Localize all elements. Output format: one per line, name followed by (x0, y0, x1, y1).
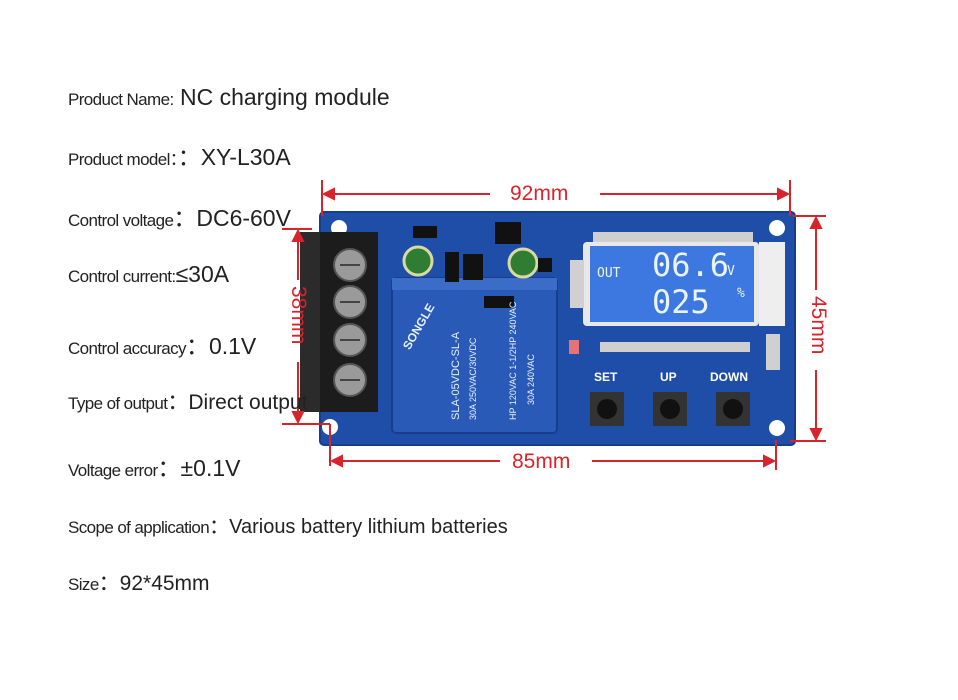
spec-label: Voltage error (68, 461, 158, 480)
capacitor (402, 245, 434, 277)
spec-label: Type of output (68, 394, 168, 413)
led (569, 340, 579, 354)
smd-component (413, 226, 437, 238)
button-down[interactable] (716, 392, 750, 426)
dimension-top: 92mm (510, 182, 569, 205)
lcd-voltage-unit: V (727, 264, 735, 279)
lcd-screen (590, 246, 754, 322)
button-up[interactable] (653, 392, 687, 426)
smd-component (538, 258, 552, 272)
spec-value: ：±0.1V (157, 455, 241, 481)
spec-value: ：Various battery lithium batteries (209, 516, 508, 538)
spec-value: ：Direct output (167, 391, 308, 414)
lcd-percent-unit: % (737, 286, 745, 301)
spec-label: Control voltage (68, 211, 174, 230)
lcd-mode: OUT (597, 266, 621, 281)
spec-value: ≤30A (175, 261, 230, 287)
relay-rating-3: 30A 240VAC (526, 354, 536, 405)
ic-chip (495, 222, 521, 244)
spec-value: ：92*45mm (98, 572, 210, 595)
spec-label: Product Name: (68, 90, 174, 109)
mount-hole (769, 220, 785, 236)
spec-label: Product model： (68, 150, 178, 169)
smd-component (484, 296, 514, 308)
relay-rating-1: 30A 250VAC/30VDC (468, 337, 478, 420)
transistor (463, 254, 483, 280)
transistor (445, 252, 459, 282)
header-pins (766, 334, 780, 370)
dimension-lines (282, 180, 826, 470)
relay-rating-2: HP 120VAC 1-1/2HP 240VAC (508, 301, 518, 420)
spec-value: ：XY-L30A (177, 144, 291, 170)
spec-value: ：DC6-60V (173, 205, 291, 231)
spec-label: Control current: (68, 267, 176, 286)
spec-value: ：0.1V (185, 333, 257, 359)
dimension-right: 45mm (807, 296, 830, 355)
lcd-pins (593, 232, 753, 352)
lcd-percent: 025 (652, 283, 710, 321)
spec-control-accuracy: Control accuracy：0.1V (68, 327, 256, 361)
button-set[interactable] (590, 392, 624, 426)
lcd-voltage: 06.6 (652, 246, 730, 284)
button-down-label: DOWN (710, 370, 748, 384)
spec-label: Control accuracy (68, 339, 187, 358)
spec-voltage-error: Voltage error：±0.1V (68, 449, 240, 483)
spec-application: Scope of application：Various battery lit… (68, 510, 508, 539)
spec-control-current: Control current:≤30A (68, 261, 229, 288)
dimension-bottom: 85mm (512, 450, 571, 473)
spec-control-voltage: Control voltage：DC6-60V (68, 199, 291, 233)
relay-model: SLA-05VDC-SL-A (450, 331, 462, 420)
spec-value: NC charging module (173, 84, 390, 110)
spec-product-model: Product model：：XY-L30A (68, 138, 291, 172)
dimension-left: 38mm (287, 286, 310, 345)
spec-label: Scope of application (68, 518, 210, 537)
spec-product-name: Product Name: NC charging module (68, 84, 390, 111)
spec-output-type: Type of output：Direct output (68, 386, 307, 416)
header-pins (570, 260, 584, 308)
terminal-block (300, 232, 378, 412)
capacitor (507, 247, 539, 279)
mount-hole (769, 420, 785, 436)
lcd-side (759, 242, 785, 326)
spec-size: Size：92*45mm (68, 567, 210, 597)
button-set-label: SET (594, 370, 618, 384)
spec-label: Size (68, 575, 99, 594)
button-up-label: UP (660, 370, 677, 384)
